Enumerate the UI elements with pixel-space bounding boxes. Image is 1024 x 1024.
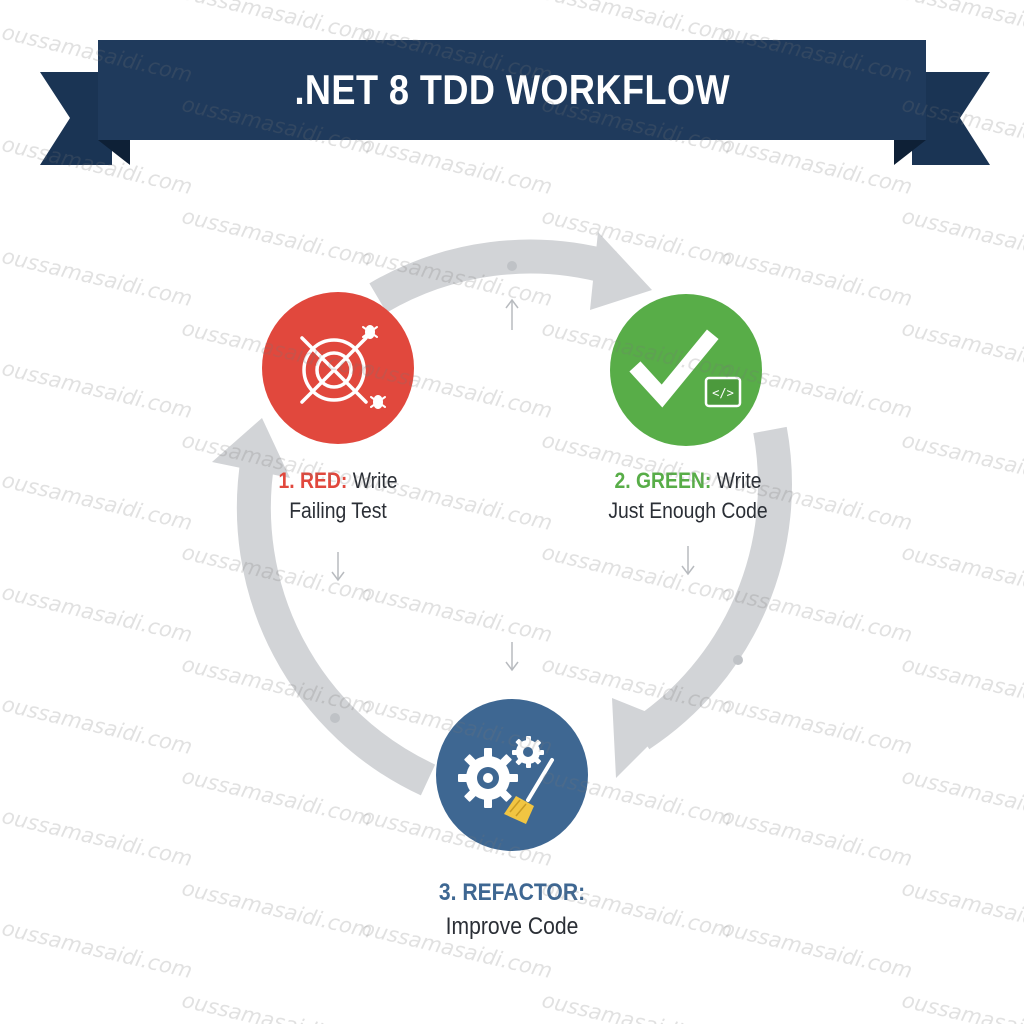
- refactor-step-number: 3. REFACTOR:: [438, 879, 586, 906]
- gears-broom-icon: [458, 736, 554, 824]
- svg-text:</>: </>: [712, 386, 734, 400]
- code-window-icon: </>: [704, 376, 742, 408]
- arrowhead-to-refactor: [612, 698, 672, 778]
- red-step-label: 1. RED: Write Failing Test: [224, 466, 453, 526]
- large-gear-icon: [458, 748, 518, 808]
- thin-arrow-down-right: [681, 546, 695, 576]
- banner-right-tail: [912, 72, 990, 165]
- small-gear-icon: [512, 736, 544, 768]
- refactor-step-line1: 3. REFACTOR:: [389, 876, 635, 910]
- title-banner: [40, 40, 990, 165]
- banner-left-fold: [98, 140, 130, 165]
- thin-arrow-down-left: [331, 552, 345, 582]
- cycle-ring: [236, 239, 792, 796]
- title-text: .NET 8 TDD WORKFLOW: [294, 66, 730, 113]
- arrowhead-to-red: [212, 418, 290, 478]
- checkmark-icon: [629, 329, 719, 408]
- broom-icon: [504, 758, 554, 824]
- thin-arrow-up: [505, 298, 519, 330]
- green-step-line2: Just Enough Code: [608, 498, 768, 523]
- red-step-node: [262, 292, 414, 444]
- arrowhead-to-green: [590, 232, 652, 310]
- banner-body: [98, 40, 926, 140]
- crossed-target-bug-icon: [300, 325, 386, 409]
- banner-left-tail: [40, 72, 112, 165]
- cycle-arrowheads: [212, 232, 672, 778]
- red-step-line2: Failing Test: [289, 498, 387, 523]
- page-title: .NET 8 TDD WORKFLOW: [98, 40, 926, 140]
- red-step-line1: 1. RED: Write: [224, 466, 453, 496]
- red-step-line1-rest: Write: [347, 468, 398, 493]
- banner-right-fold: [894, 140, 926, 165]
- green-step-label: 2. GREEN: Write Just Enough Code: [565, 466, 811, 526]
- thin-arrows: [331, 298, 695, 672]
- arrow-green-to-refactor: [630, 426, 792, 750]
- red-step-number: 1. RED:: [278, 468, 348, 493]
- green-step-line1-rest: Write: [711, 468, 762, 493]
- green-step-line1: 2. GREEN: Write: [565, 466, 811, 496]
- green-step-node: </>: [610, 294, 762, 446]
- refactor-step-label: 3. REFACTOR: Improve Code: [389, 876, 635, 944]
- refactor-step-line2: Improve Code: [445, 913, 579, 940]
- refactor-step-node: [436, 699, 588, 851]
- arrow-refactor-to-red: [236, 455, 436, 796]
- thin-arrow-down-center: [505, 642, 519, 672]
- green-step-number: 2. GREEN:: [614, 468, 712, 493]
- arrow-red-to-green: [369, 239, 617, 313]
- ring-dots: [330, 261, 743, 723]
